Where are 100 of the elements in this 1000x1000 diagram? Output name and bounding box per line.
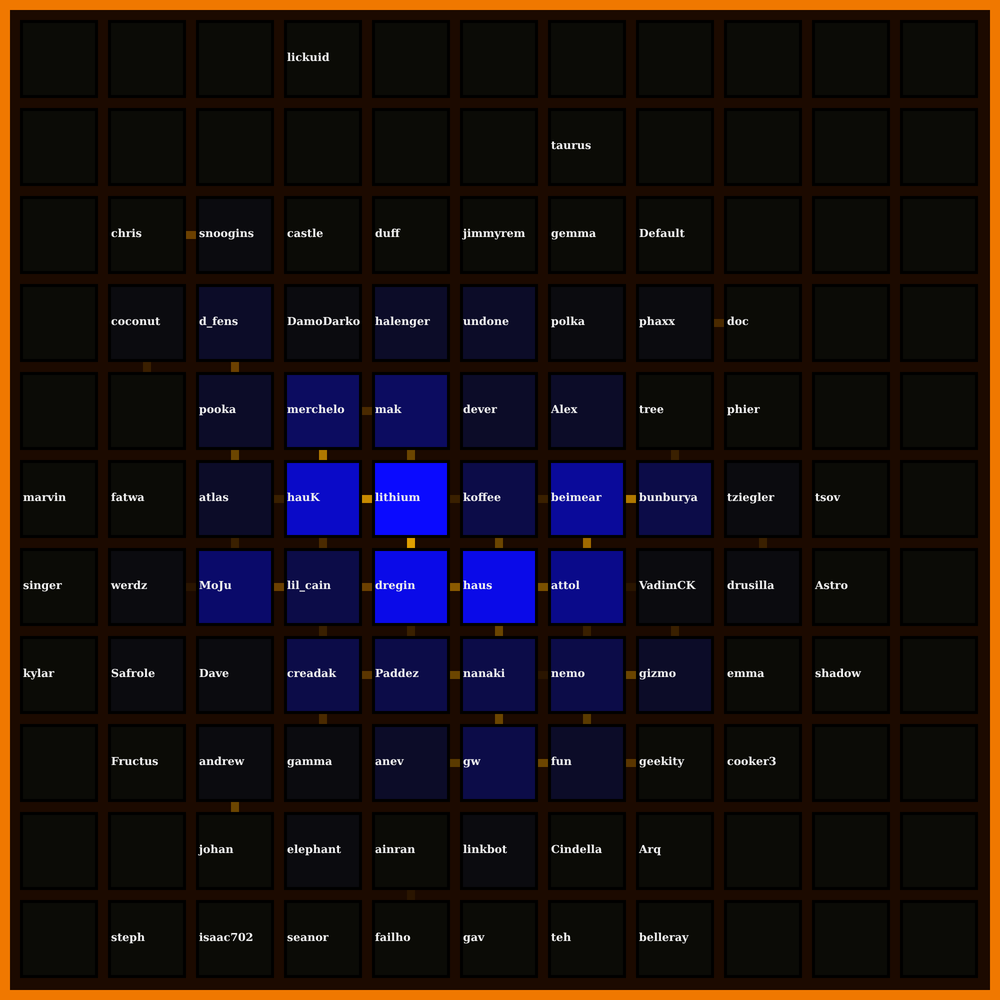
grid-cell bbox=[724, 724, 802, 802]
grid-cell bbox=[900, 372, 978, 450]
grid-cell bbox=[108, 20, 186, 98]
grid-cell bbox=[284, 636, 362, 714]
grid-cell bbox=[196, 636, 274, 714]
grid-cell bbox=[20, 548, 98, 626]
link-connector bbox=[538, 495, 548, 503]
link-connector bbox=[450, 583, 460, 591]
grid-cell bbox=[812, 108, 890, 186]
user-name: Paddez bbox=[375, 667, 419, 680]
grid-cell bbox=[548, 284, 626, 362]
link-connector bbox=[274, 495, 284, 503]
user-name: beimear bbox=[551, 491, 602, 504]
grid-cell bbox=[460, 284, 538, 362]
link-connector bbox=[626, 495, 636, 503]
grid-cell bbox=[196, 460, 274, 538]
user-name: hauK bbox=[287, 491, 320, 504]
user-name: gw bbox=[463, 755, 480, 768]
user-name: coconut bbox=[111, 315, 160, 328]
grid-cell bbox=[284, 372, 362, 450]
user-name: MoJu bbox=[199, 579, 232, 592]
user-name: polka bbox=[551, 315, 585, 328]
grid-cell bbox=[20, 460, 98, 538]
link-connector bbox=[671, 626, 679, 636]
link-connector bbox=[143, 362, 151, 372]
link-connector bbox=[407, 626, 415, 636]
user-name: gemma bbox=[551, 227, 596, 240]
link-connector bbox=[495, 538, 503, 548]
grid-cell bbox=[460, 108, 538, 186]
grid-cell bbox=[372, 636, 450, 714]
grid-cell bbox=[636, 460, 714, 538]
user-name: linkbot bbox=[463, 843, 508, 856]
grid-cell bbox=[636, 284, 714, 362]
grid-cell bbox=[636, 636, 714, 714]
grid-cell bbox=[372, 724, 450, 802]
user-name: Default bbox=[639, 227, 685, 240]
user-name: halenger bbox=[375, 315, 430, 328]
user-name: teh bbox=[551, 931, 572, 944]
user-name: nanaki bbox=[463, 667, 506, 680]
link-connector bbox=[759, 538, 767, 548]
user-name: werdz bbox=[111, 579, 148, 592]
user-name: VadimCK bbox=[639, 579, 696, 592]
user-name: emma bbox=[727, 667, 764, 680]
grid-cell bbox=[724, 284, 802, 362]
user-name: phier bbox=[727, 403, 760, 416]
grid-cell bbox=[724, 196, 802, 274]
link-connector bbox=[495, 626, 503, 636]
grid-cell bbox=[372, 196, 450, 274]
user-name: haus bbox=[463, 579, 492, 592]
grid-cell bbox=[548, 548, 626, 626]
grid-cell bbox=[636, 900, 714, 978]
grid-cell bbox=[284, 196, 362, 274]
user-name: steph bbox=[111, 931, 145, 944]
grid-cell bbox=[108, 548, 186, 626]
grid-cell bbox=[724, 372, 802, 450]
grid-cell bbox=[20, 108, 98, 186]
user-name: castle bbox=[287, 227, 324, 240]
grid-cell bbox=[196, 812, 274, 890]
grid-cell bbox=[900, 724, 978, 802]
link-connector bbox=[186, 583, 196, 591]
user-name: belleray bbox=[639, 931, 688, 944]
user-name: koffee bbox=[463, 491, 501, 504]
user-name: anev bbox=[375, 755, 404, 768]
grid-cell bbox=[812, 196, 890, 274]
link-connector bbox=[583, 714, 591, 724]
grid-cell bbox=[812, 372, 890, 450]
link-connector bbox=[407, 538, 415, 548]
link-connector bbox=[319, 538, 327, 548]
user-name: nemo bbox=[551, 667, 585, 680]
grid-cell bbox=[812, 900, 890, 978]
grid-cell bbox=[284, 460, 362, 538]
grid-cell bbox=[636, 548, 714, 626]
user-name: bunburya bbox=[639, 491, 698, 504]
grid-cell bbox=[724, 812, 802, 890]
link-connector bbox=[231, 538, 239, 548]
grid-cell bbox=[108, 196, 186, 274]
user-name: tree bbox=[639, 403, 664, 416]
grid-cell bbox=[108, 372, 186, 450]
grid-cell bbox=[372, 372, 450, 450]
link-connector bbox=[362, 495, 372, 503]
user-name: drusilla bbox=[727, 579, 774, 592]
grid-cell bbox=[548, 900, 626, 978]
grid-cell bbox=[636, 108, 714, 186]
user-name: undone bbox=[463, 315, 510, 328]
grid-cell bbox=[460, 460, 538, 538]
grid-cell bbox=[20, 372, 98, 450]
link-connector bbox=[319, 714, 327, 724]
grid-cell bbox=[548, 20, 626, 98]
link-connector bbox=[450, 759, 460, 767]
user-name: dever bbox=[463, 403, 497, 416]
grid-cell bbox=[548, 636, 626, 714]
grid-cell bbox=[20, 900, 98, 978]
grid-cell bbox=[724, 636, 802, 714]
grid-cell bbox=[460, 636, 538, 714]
user-name: merchelo bbox=[287, 403, 345, 416]
grid-cell bbox=[900, 196, 978, 274]
grid-cell bbox=[196, 284, 274, 362]
grid-cell bbox=[548, 372, 626, 450]
grid-cell bbox=[372, 20, 450, 98]
grid-cell bbox=[460, 20, 538, 98]
